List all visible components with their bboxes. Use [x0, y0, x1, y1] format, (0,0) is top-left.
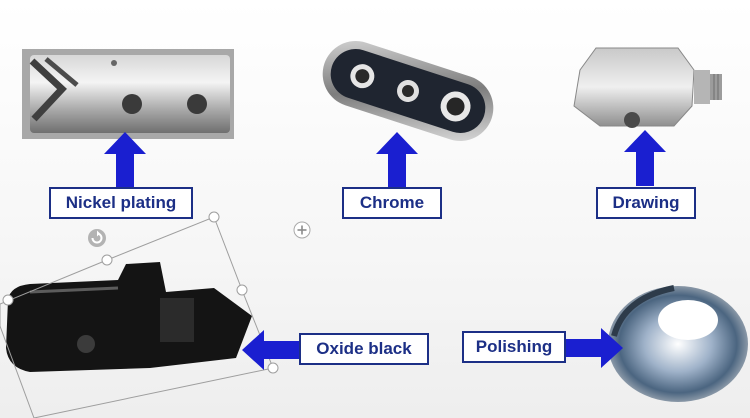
- arrow-right-icon: [559, 328, 623, 368]
- chrome-image: [312, 36, 504, 146]
- label-drawing: Drawing: [596, 187, 696, 219]
- polishing-image: [594, 258, 750, 410]
- arrow-up-icon: [624, 130, 666, 186]
- nickel-part-drawing: [22, 49, 234, 139]
- polishing-part-drawing: [608, 285, 748, 402]
- label-polishing: Polishing: [462, 331, 566, 363]
- resize-handle-right[interactable]: [236, 284, 248, 296]
- drawing-image: [566, 40, 726, 130]
- rotate-handle-icon[interactable]: [87, 228, 107, 248]
- arrow-up-icon: [104, 132, 146, 188]
- label-chrome: Chrome: [342, 187, 442, 219]
- resize-handle-top-right[interactable]: [208, 211, 220, 223]
- oxide-black-image: [0, 211, 279, 418]
- drawing-part-drawing: [573, 47, 722, 128]
- add-icon[interactable]: [293, 221, 311, 239]
- arrow-up-icon: [376, 132, 418, 188]
- arrow-left-icon: [242, 330, 302, 370]
- resize-handle-bottom-right[interactable]: [267, 362, 279, 374]
- label-nickel-plating: Nickel plating: [49, 187, 193, 219]
- oxide-part-drawing: [6, 262, 252, 372]
- chrome-part-drawing: [322, 41, 494, 141]
- nickel-plating-image: [22, 49, 234, 139]
- selection-frame[interactable]: [0, 211, 279, 418]
- resize-handle-left[interactable]: [2, 294, 14, 306]
- resize-handle-top[interactable]: [101, 254, 113, 266]
- label-oxide-black: Oxide black: [299, 333, 429, 365]
